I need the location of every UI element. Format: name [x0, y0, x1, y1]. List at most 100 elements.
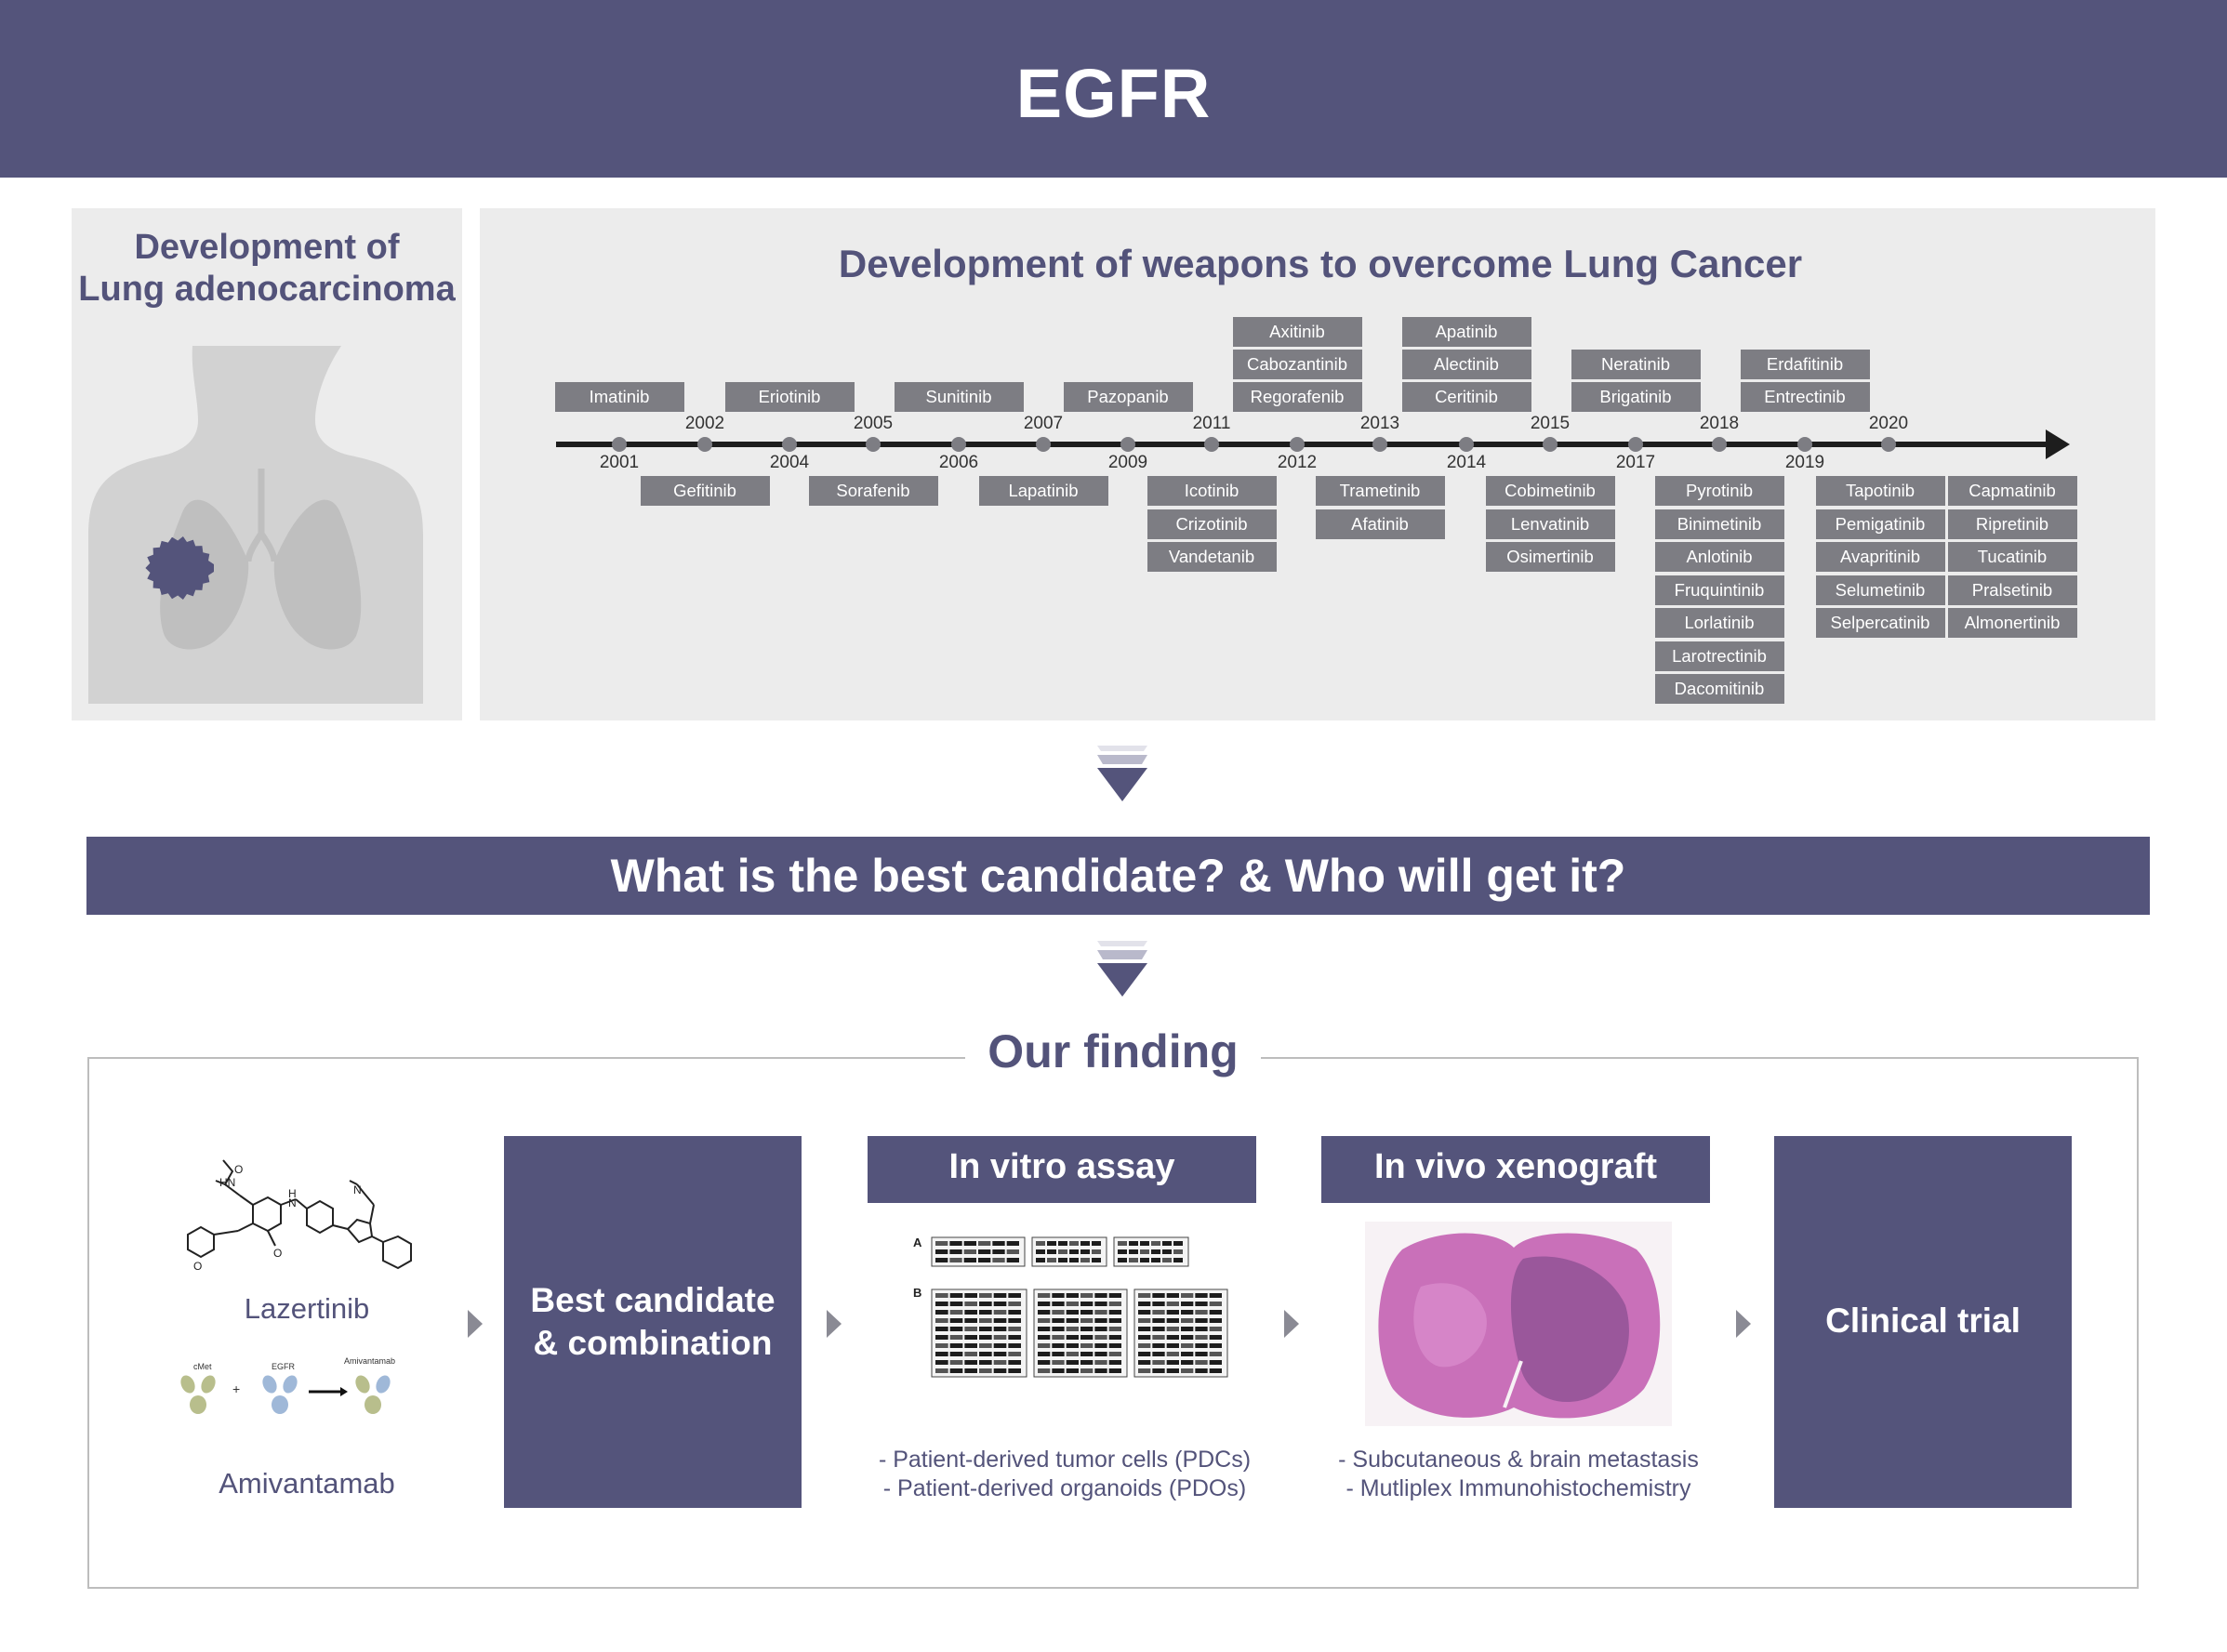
best-candidate-line2: & combination	[533, 1324, 773, 1362]
blot-band	[1066, 1318, 1079, 1323]
blot-band	[993, 1335, 1007, 1340]
drug-label: Cobimetinib	[1485, 476, 1615, 506]
blot-band	[992, 1241, 1005, 1246]
blot-band	[935, 1302, 948, 1306]
blot-band	[1047, 1241, 1056, 1246]
blot-band	[1080, 1335, 1094, 1340]
drug-label: Ripretinib	[1947, 509, 2077, 539]
blot-band	[1080, 1318, 1094, 1323]
drug-label: Apatinib	[1401, 317, 1531, 347]
year-label: 2015	[1530, 414, 1571, 433]
blot-band	[1038, 1352, 1051, 1356]
clinical-trial-label: Clinical trial	[1825, 1302, 2021, 1340]
blot-band	[963, 1241, 976, 1246]
blot-band	[1152, 1293, 1165, 1298]
blot-band	[1094, 1302, 1107, 1306]
year-label: 2009	[1107, 453, 1148, 472]
blot-band	[1006, 1241, 1019, 1246]
blot-band	[1058, 1241, 1067, 1246]
blot-band	[979, 1368, 992, 1373]
svg-text:O: O	[234, 1163, 243, 1176]
blot-band	[1152, 1368, 1165, 1373]
blot-band	[1162, 1249, 1172, 1254]
torso-silhouette	[88, 346, 423, 704]
blot-band	[1047, 1249, 1056, 1254]
blot-band	[1038, 1293, 1051, 1298]
blot-band	[1151, 1258, 1160, 1262]
drug-label: Fruquintinib	[1654, 575, 1784, 605]
year-label: 2019	[1784, 453, 1825, 472]
year-label: 2011	[1192, 414, 1231, 433]
header-bar: EGFR	[0, 0, 2227, 178]
drug-label: Erdafitinib	[1740, 350, 1870, 379]
blot-band	[1038, 1327, 1051, 1331]
blot-band	[935, 1293, 948, 1298]
drug-label: Vandetanib	[1147, 542, 1277, 572]
blot-band	[964, 1310, 977, 1315]
svg-text:N: N	[353, 1183, 362, 1196]
blot-band	[1140, 1241, 1149, 1246]
blot-band	[1209, 1327, 1222, 1331]
drug-label: Axitinib	[1232, 317, 1362, 347]
blot-band	[1080, 1302, 1094, 1306]
blot-band	[1195, 1360, 1208, 1365]
svg-text:A: A	[913, 1236, 922, 1249]
blot-band	[1181, 1293, 1194, 1298]
blot-band	[1058, 1258, 1067, 1262]
blot-band	[979, 1343, 992, 1348]
blot-band	[1080, 1293, 1094, 1298]
blot-band	[1138, 1318, 1151, 1323]
blot-band	[1138, 1343, 1151, 1348]
year-label: 2005	[853, 414, 894, 433]
brain-section-image	[1365, 1222, 1672, 1426]
blot-band	[1094, 1310, 1107, 1315]
blot-band	[1036, 1249, 1045, 1254]
blot-band	[979, 1352, 992, 1356]
blot-band	[964, 1368, 977, 1373]
blot-band	[1138, 1368, 1151, 1373]
timeline-tick-dot	[612, 437, 627, 452]
blot-band	[1209, 1368, 1222, 1373]
drug-label: Lenvatinib	[1485, 509, 1615, 539]
blot-band	[949, 1343, 963, 1348]
blot-band	[1152, 1318, 1165, 1323]
blot-band	[949, 1310, 963, 1315]
arrow-right-icon	[1284, 1310, 1299, 1338]
blot-band	[993, 1343, 1007, 1348]
blot-band	[1092, 1241, 1101, 1246]
blot-band	[1052, 1302, 1065, 1306]
drug-label: Osimertinib	[1485, 542, 1615, 572]
drug-timeline-panel: Development of weapons to overcome Lung …	[480, 208, 2155, 720]
year-label: 2001	[599, 453, 640, 472]
blot-band	[1195, 1293, 1208, 1298]
blot-band	[963, 1258, 976, 1262]
blot-band	[1008, 1293, 1021, 1298]
year-label: 2018	[1699, 414, 1740, 433]
blot-band	[1008, 1335, 1021, 1340]
blot-band	[1166, 1343, 1179, 1348]
blot-band	[1108, 1310, 1121, 1315]
blot-band	[1080, 1352, 1094, 1356]
blot-band	[1094, 1335, 1107, 1340]
blot-band	[1038, 1360, 1051, 1365]
blot-band	[1058, 1249, 1067, 1254]
blot-band	[1038, 1343, 1051, 1348]
drug-label: Lorlatinib	[1654, 608, 1784, 638]
svg-text:B: B	[913, 1286, 921, 1300]
blot-band	[1052, 1293, 1065, 1298]
blot-band	[1094, 1352, 1107, 1356]
blot-band	[1052, 1368, 1065, 1373]
blot-band	[992, 1249, 1005, 1254]
blot-band	[935, 1318, 948, 1323]
blot-band	[992, 1258, 1005, 1262]
blot-band	[979, 1318, 992, 1323]
blot-band	[1129, 1249, 1138, 1254]
timeline-tick-dot	[1120, 437, 1135, 452]
page-title: EGFR	[1015, 55, 1212, 132]
blot-band	[1080, 1327, 1094, 1331]
year-label: 2020	[1868, 414, 1909, 433]
blot-band	[993, 1360, 1007, 1365]
blot-band	[1108, 1360, 1121, 1365]
drug-label: Alectinib	[1401, 350, 1531, 379]
blot-band	[1006, 1249, 1019, 1254]
